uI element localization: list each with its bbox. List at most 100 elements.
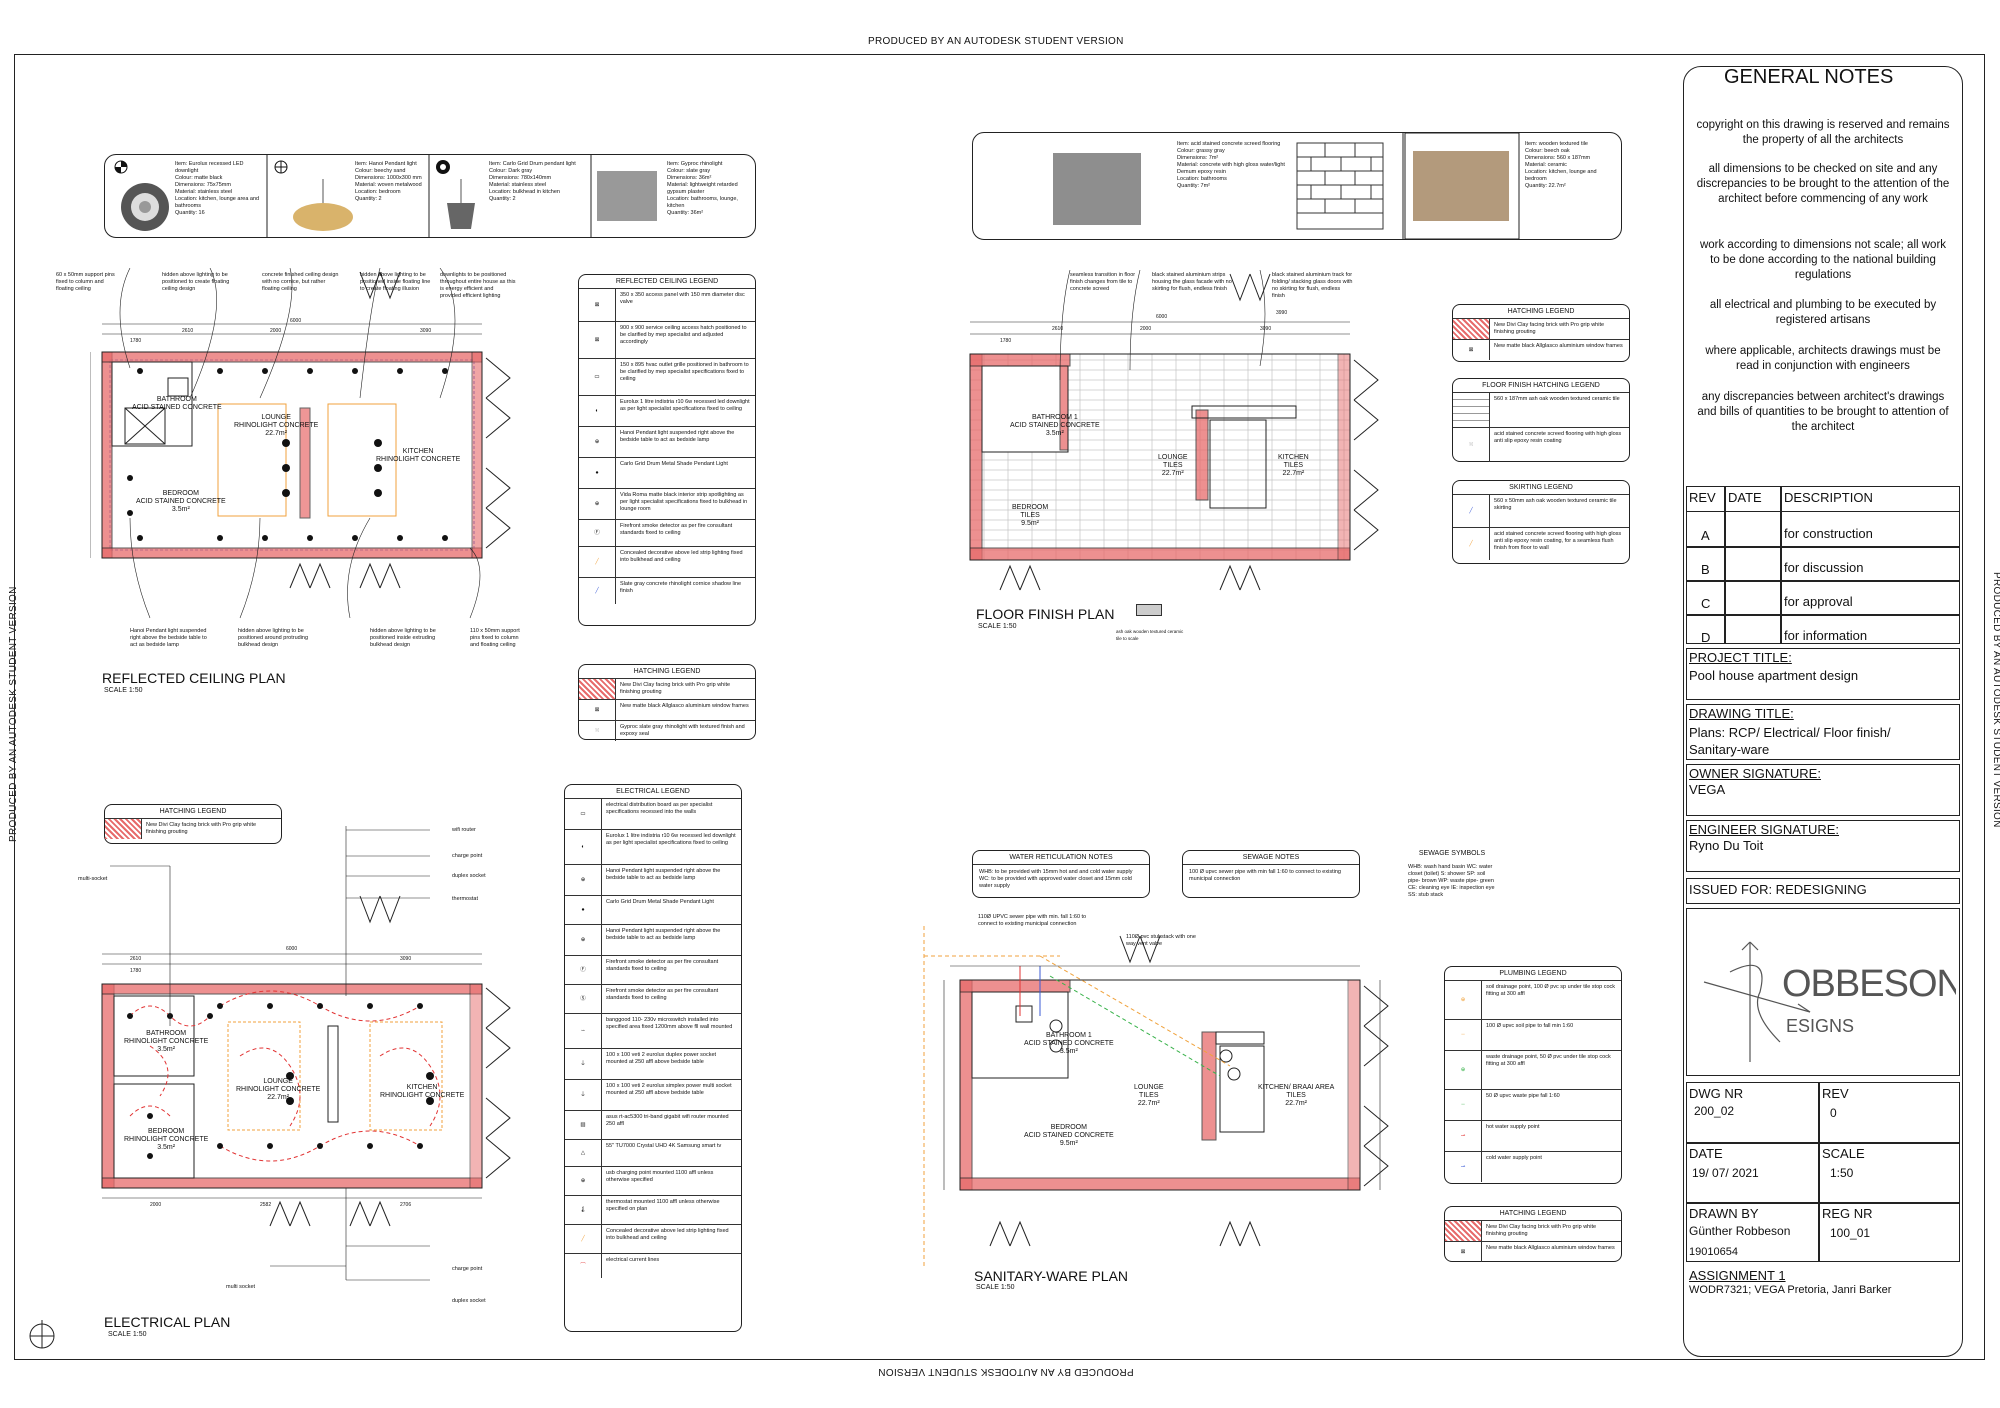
general-note-2: all dimensions to be checked on site and… [1696, 163, 1950, 205]
fixture-3-text: Item: Carlo Grid Drum pendant light Colo… [489, 161, 576, 202]
elec-dim-2706: 2706 [400, 1202, 411, 1208]
dwg-divider-h [1686, 1202, 1960, 1204]
ffp-skirting-panel: SKIRTING LEGEND ╱560 x 50mm ash oak wood… [1452, 480, 1630, 564]
legend-row: ⌒electrical current lines [565, 1254, 741, 1278]
waste-pipe-icon: ┄ [1445, 1090, 1482, 1120]
ffp-dim-6000: 6000 [1156, 314, 1167, 320]
general-notes-heading: GENERAL NOTES [1724, 66, 1894, 88]
legend-row: ⊠New matte black Allglasco aluminium win… [1453, 340, 1629, 360]
rev-a: A [1701, 528, 1710, 543]
scale-value: 1:50 [1830, 1166, 1854, 1180]
watermark-bottom: PRODUCED BY AN AUTODESK STUDENT VERSION [878, 1366, 1134, 1377]
engineer-signature-value: Ryno Du Toit [1689, 838, 1764, 853]
window-frame-icon: ⊠ [1445, 1242, 1482, 1262]
legend-row: ⏚100 x 100 veti 2 eurolux simplex power … [565, 1080, 741, 1111]
rev-row-divider [1686, 546, 1960, 548]
drawn-by-label: DRAWN BY [1689, 1206, 1759, 1221]
assignment-info: WODR7321; VEGA Pretoria, Janri Barker [1689, 1284, 1892, 1296]
elec-legend-panel: ELECTRICAL LEGEND ▭electrical distributi… [564, 784, 742, 1332]
svg-text:OBBESON: OBBESON [1782, 963, 1956, 1005]
elec-dim-2582: 2582 [260, 1202, 271, 1208]
project-title-label: PROJECT TITLE: [1689, 650, 1792, 665]
ffp-dim-3990: 3990 [1276, 310, 1287, 316]
fixtures-images [114, 155, 657, 237]
legend-row: ⊠New matte black Allglasco aluminium win… [1445, 1242, 1621, 1262]
rcp-bnote-1: Hanoi Pendant light suspended right abov… [130, 628, 207, 648]
finish-2-text: Item: wooden textured tile Colour: beech… [1525, 141, 1597, 189]
ffp-hatch-title: HATCHING LEGEND [1453, 305, 1629, 319]
ffp-note-2: black stained aluminium strips housing t… [1152, 272, 1232, 292]
water-notes-text: WHB: to be provided with 15mm hot and an… [979, 869, 1133, 889]
rcp-dim-3090: 3090 [420, 328, 431, 334]
ffp-hatch-panel: HATCHING LEGEND New Divi Clay facing bri… [1452, 304, 1630, 362]
title-block [1683, 66, 1963, 1357]
rcp-dim-6000: 6000 [290, 318, 301, 324]
rev-header-date: DATE [1728, 490, 1762, 505]
elec-plan-drawing: 2610 1780 6000 3090 2000 2582 2706 [101, 826, 511, 1281]
ffp-dim-2000: 2000 [1140, 326, 1151, 332]
rev-header-row [1686, 486, 1960, 512]
owner-signature-box [1686, 764, 1960, 816]
rev-col-divider-1 [1724, 486, 1726, 644]
fixture-2-text: Item: Hanoi Pendant light Colour: beechy… [355, 161, 422, 202]
brick-pattern [1296, 142, 1384, 230]
legend-row: ⁙Gyproc slate gray rhinolight with textu… [579, 721, 755, 741]
rcp-dim-1780: 1780 [130, 338, 141, 344]
swp-note-sewer: 110Ø UPVC sewer pipe with min. fall 1:60… [978, 914, 1087, 927]
project-title-value: Pool house apartment design [1689, 668, 1859, 683]
rev-c-desc: for approval [1784, 594, 1853, 609]
engineer-signature-box [1686, 820, 1960, 872]
dwg-nr-value: 200_02 [1694, 1104, 1735, 1118]
pendant-light-icon: ⊕ [565, 865, 602, 895]
elec-hatch-panel: HATCHING LEGEND New Divi Clay facing bri… [104, 804, 282, 844]
drawing-title-box [1686, 704, 1960, 760]
general-note-5: where applicable, architects drawings mu… [1705, 345, 1941, 372]
legend-row: ⊸hot water supply point [1445, 1121, 1621, 1152]
ffp-dim-2610: 2610 [1052, 326, 1063, 332]
assignment-label: ASSIGNMENT 1 [1689, 1268, 1786, 1283]
legend-row: ┄100 Ø upvc soil pipe to fall min 1:60 [1445, 1020, 1621, 1051]
rev-c: C [1701, 596, 1711, 611]
gyproc-hatch-icon: ⁙ [579, 721, 616, 741]
finishes-panel: Item: acid stained concrete screed floor… [972, 132, 1622, 240]
general-note-6: any discrepancies between architect's dr… [1697, 391, 1949, 433]
legend-row: New Divi Clay facing brick with Pro grip… [579, 679, 755, 700]
elec-dim-6000: 6000 [286, 946, 297, 952]
led-strip-icon: ╱ [579, 547, 616, 577]
cold-water-icon: ⊸ [1445, 1152, 1482, 1182]
router-icon: ▨ [565, 1111, 602, 1139]
legend-row: ▨asus rt-ac5300 tri-band gigabit wifi ro… [565, 1111, 741, 1140]
legend-row: ⊕usb charging point mounted 1100 affl un… [565, 1167, 741, 1196]
smoke-detector-icon: Ⓕ [579, 520, 616, 546]
tv-icon: △ [565, 1140, 602, 1166]
rcp-dim-2000: 2000 [270, 328, 281, 334]
swp-note-stubstack: 110Ø pvc stubstack with one way vent val… [1126, 934, 1196, 947]
fixtures-panel: Item: Eurolux recessed LED downlight Col… [104, 154, 756, 238]
rcp-legend-panel: REFLECTED CEILING LEGEND ⊠350 x 350 acce… [578, 274, 756, 626]
elec-callout-multisocket: multi-socket [78, 876, 108, 882]
rev-row-divider [1686, 614, 1960, 616]
fixture-4-text: Item: Gyproc rhinolight Colour: slate gr… [667, 161, 738, 216]
waste-drain-icon: ⊕ [1445, 1051, 1482, 1089]
rcp-hatch-title: HATCHING LEGEND [579, 665, 755, 679]
spotlight-icon: ⊕ [579, 489, 616, 519]
downlight-icon: ◐ [579, 396, 616, 426]
north-arrow-icon [29, 1320, 55, 1349]
legend-row: ┄50 Ø upvc waste pipe fall 1:60 [1445, 1090, 1621, 1121]
legend-row: ⊸cold water supply point [1445, 1152, 1621, 1182]
date-value: 19/ 07/ 2021 [1692, 1166, 1759, 1180]
owner-signature-label: OWNER SIGNATURE: [1689, 766, 1821, 781]
usb-charge-icon: ⊕ [565, 1167, 602, 1195]
current-line-icon: ⌒ [565, 1254, 602, 1278]
reg-nr-label: REG NR [1822, 1206, 1873, 1221]
rev-col-divider-2 [1780, 486, 1782, 644]
elec-hatch-title: HATCHING LEGEND [105, 805, 281, 819]
